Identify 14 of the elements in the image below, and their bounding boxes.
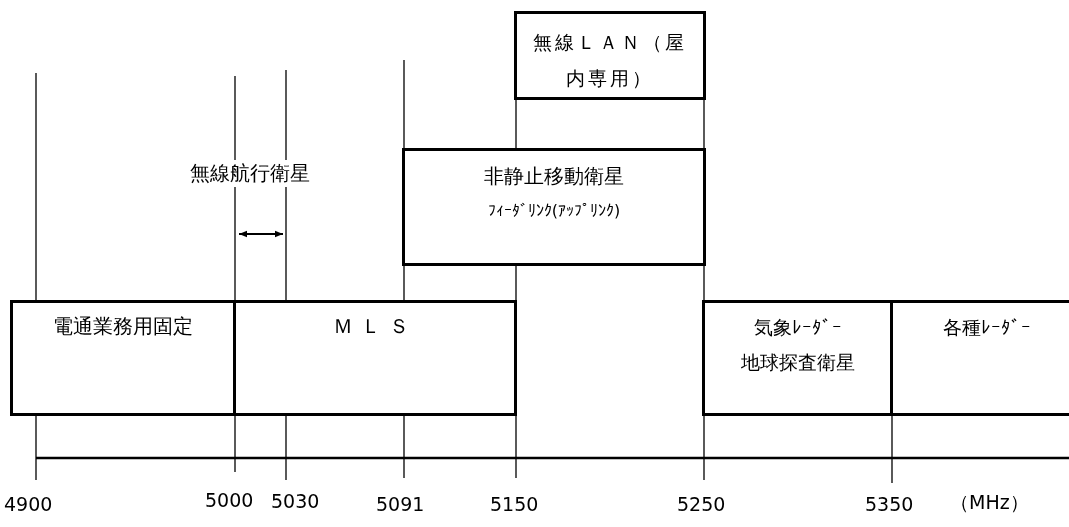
- band-name: ﾌｨｰﾀﾞﾘﾝｸ(ｱｯﾌﾟﾘﾝｸ): [486, 201, 622, 220]
- band-name: 気象ﾚｰﾀﾞｰ: [753, 315, 843, 340]
- band-box: [402, 148, 706, 266]
- band-name: 地球探査衛星: [740, 349, 856, 375]
- band-name: 非静止移動衛星: [483, 163, 625, 190]
- band-box: [10, 300, 236, 416]
- band-label: 無線航行衛星: [190, 160, 310, 187]
- band-box: [514, 11, 706, 100]
- band-name: 各種ﾚｰﾀﾞｰ: [941, 315, 1032, 340]
- band-name: 電通業務用固定: [52, 313, 194, 340]
- band-box: [890, 300, 1069, 416]
- band-box: [233, 300, 517, 416]
- band-name: ＭＬＳ: [332, 313, 418, 340]
- band-name: 無線ＬＡＮ（屋内専用）: [532, 30, 688, 91]
